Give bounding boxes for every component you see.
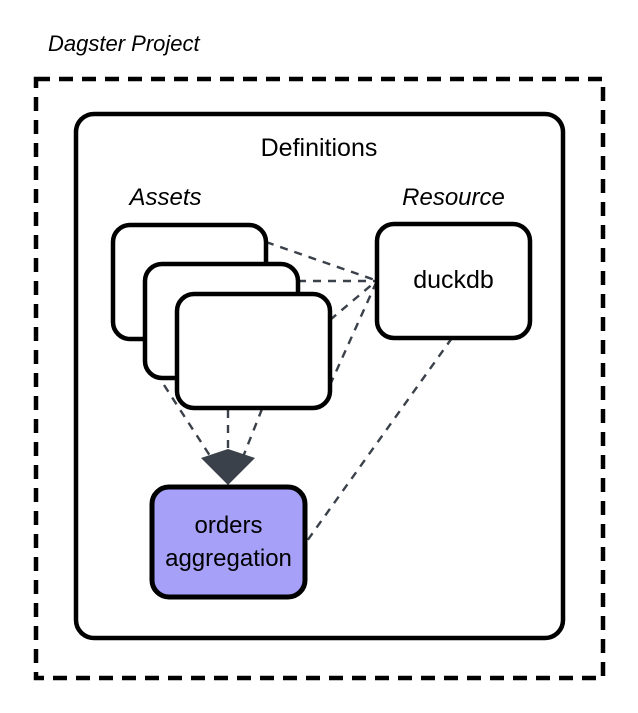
assets-group-label: Assets [129,184,202,211]
duckdb-resource-box[interactable] [374,221,533,341]
arrowhead-icon [201,449,255,485]
orders-aggregation-label-line2: aggregation [165,545,292,573]
resource-group-label: Resource [402,184,505,211]
dagster-project-container [33,76,606,681]
edge-asset1-duckdb [265,240,376,282]
project-title: Dagster Project [48,31,200,56]
edge-duckdb-orders [306,337,453,542]
edges-assets-to-duckdb [265,240,376,321]
definitions-title: Definitions [260,134,378,162]
edge-asset3-duckdb [329,281,376,321]
edge-asset3-orders [239,408,264,463]
edge-asset1-orders [162,384,216,463]
orders-aggregation-box[interactable] [149,484,308,600]
edge-asset3-side-duckdb [328,282,378,386]
orders-aggregation-label-line1: orders [194,512,263,539]
duckdb-label: duckdb [413,266,494,294]
orders-aggregation-label: orders aggregation [152,509,305,575]
edges-assets-to-orders [162,384,264,463]
asset-card-3[interactable] [174,291,333,411]
